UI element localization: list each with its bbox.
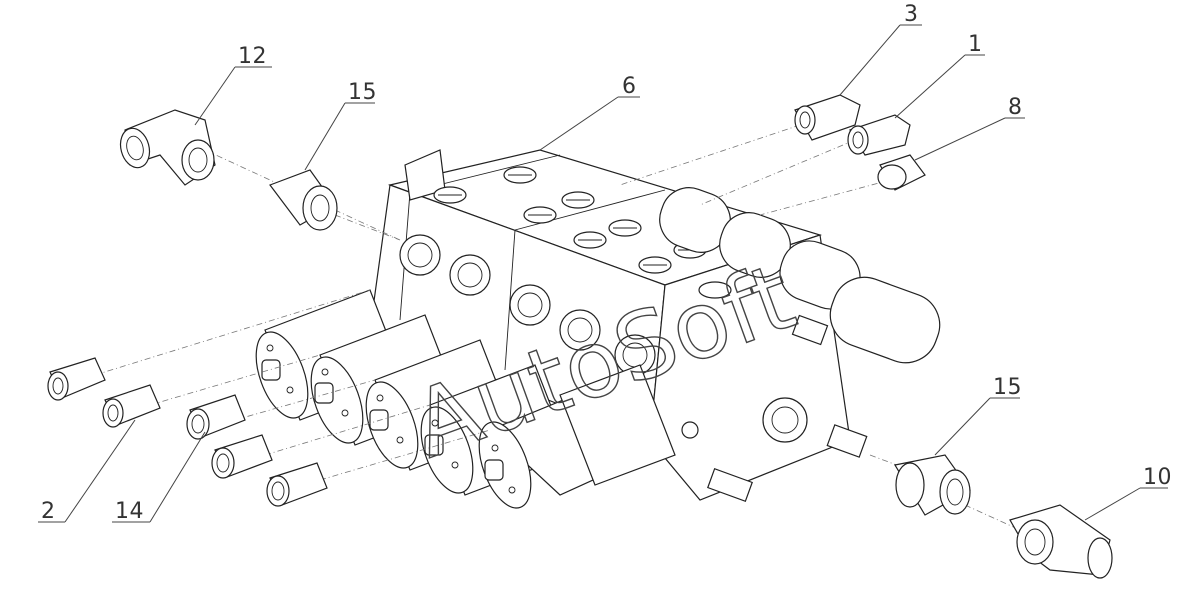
fitting-14	[186, 394, 246, 440]
solenoid-coils	[255, 187, 941, 509]
callout-1: 1	[968, 32, 983, 57]
side-port	[762, 397, 808, 443]
valve-block-assembly	[369, 149, 868, 503]
fitting-15-upper	[269, 169, 338, 231]
front-hex-ports	[399, 234, 656, 376]
fitting-small-a	[47, 357, 106, 401]
callout-8: 8	[1008, 95, 1023, 120]
callout-2: 2	[41, 499, 56, 524]
fitting-3	[794, 94, 861, 141]
fitting-15-lower	[894, 454, 971, 516]
fitting-1	[847, 114, 911, 156]
callout-labels: 12 15 6 3 1 8 15 10 2 14	[41, 2, 1172, 524]
callout-15-upper: 15	[348, 80, 377, 105]
plug-8	[877, 154, 926, 191]
top-port-plugs	[433, 166, 732, 299]
fitting-10-tee	[1009, 504, 1113, 579]
callout-15-lower: 15	[993, 375, 1022, 400]
callout-3: 3	[904, 2, 919, 27]
assembly-axis-lines	[94, 124, 1021, 531]
fitting-small-b	[211, 434, 273, 479]
leader-lines	[38, 24, 1168, 523]
fitting-12-elbow	[119, 109, 216, 186]
callout-10: 10	[1143, 465, 1172, 490]
fitting-small-c	[266, 462, 328, 507]
callout-6: 6	[622, 74, 637, 99]
fitting-2	[102, 384, 161, 428]
callout-12: 12	[238, 44, 267, 69]
callout-14: 14	[115, 499, 144, 524]
solenoid-5	[478, 364, 676, 509]
